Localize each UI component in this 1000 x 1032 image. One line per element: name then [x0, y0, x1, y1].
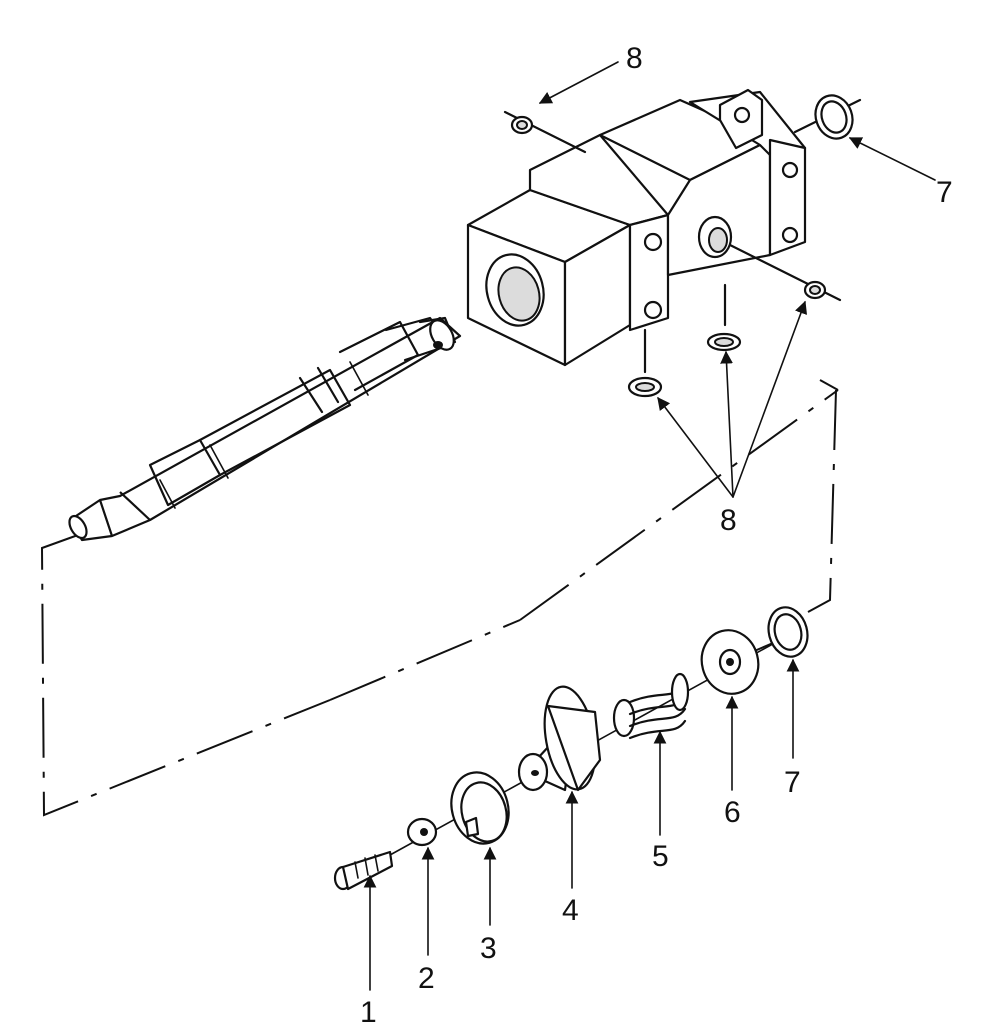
callout-3: 3: [480, 932, 497, 965]
callout-7-lower: 7: [784, 766, 801, 799]
callout-2: 2: [418, 962, 435, 995]
callout-7-upper: 7: [936, 176, 953, 209]
retainer-ring: [450, 771, 510, 845]
callout-8-upper: 8: [626, 42, 643, 75]
seal-ring-lower: [767, 606, 809, 658]
screw: [333, 850, 394, 891]
assembly-leader-lines: [40, 379, 839, 817]
callout-leaders: [363, 61, 936, 991]
body-seals: [503, 94, 862, 398]
disc-plate: [700, 629, 760, 695]
callout-labels: 1 2 3 4 5 6 7 7 8 8: [360, 42, 953, 1029]
valve-seat: [517, 685, 602, 792]
callout-6: 6: [724, 796, 741, 829]
shaft: [68, 316, 462, 542]
washer: [406, 817, 438, 847]
callout-8-lower: 8: [720, 504, 737, 537]
callout-1: 1: [360, 996, 377, 1029]
callout-5: 5: [652, 840, 669, 873]
spring-assembly-parts: [333, 606, 809, 891]
callout-4: 4: [562, 894, 579, 927]
spring: [612, 672, 690, 740]
valve-body: [466, 88, 807, 367]
